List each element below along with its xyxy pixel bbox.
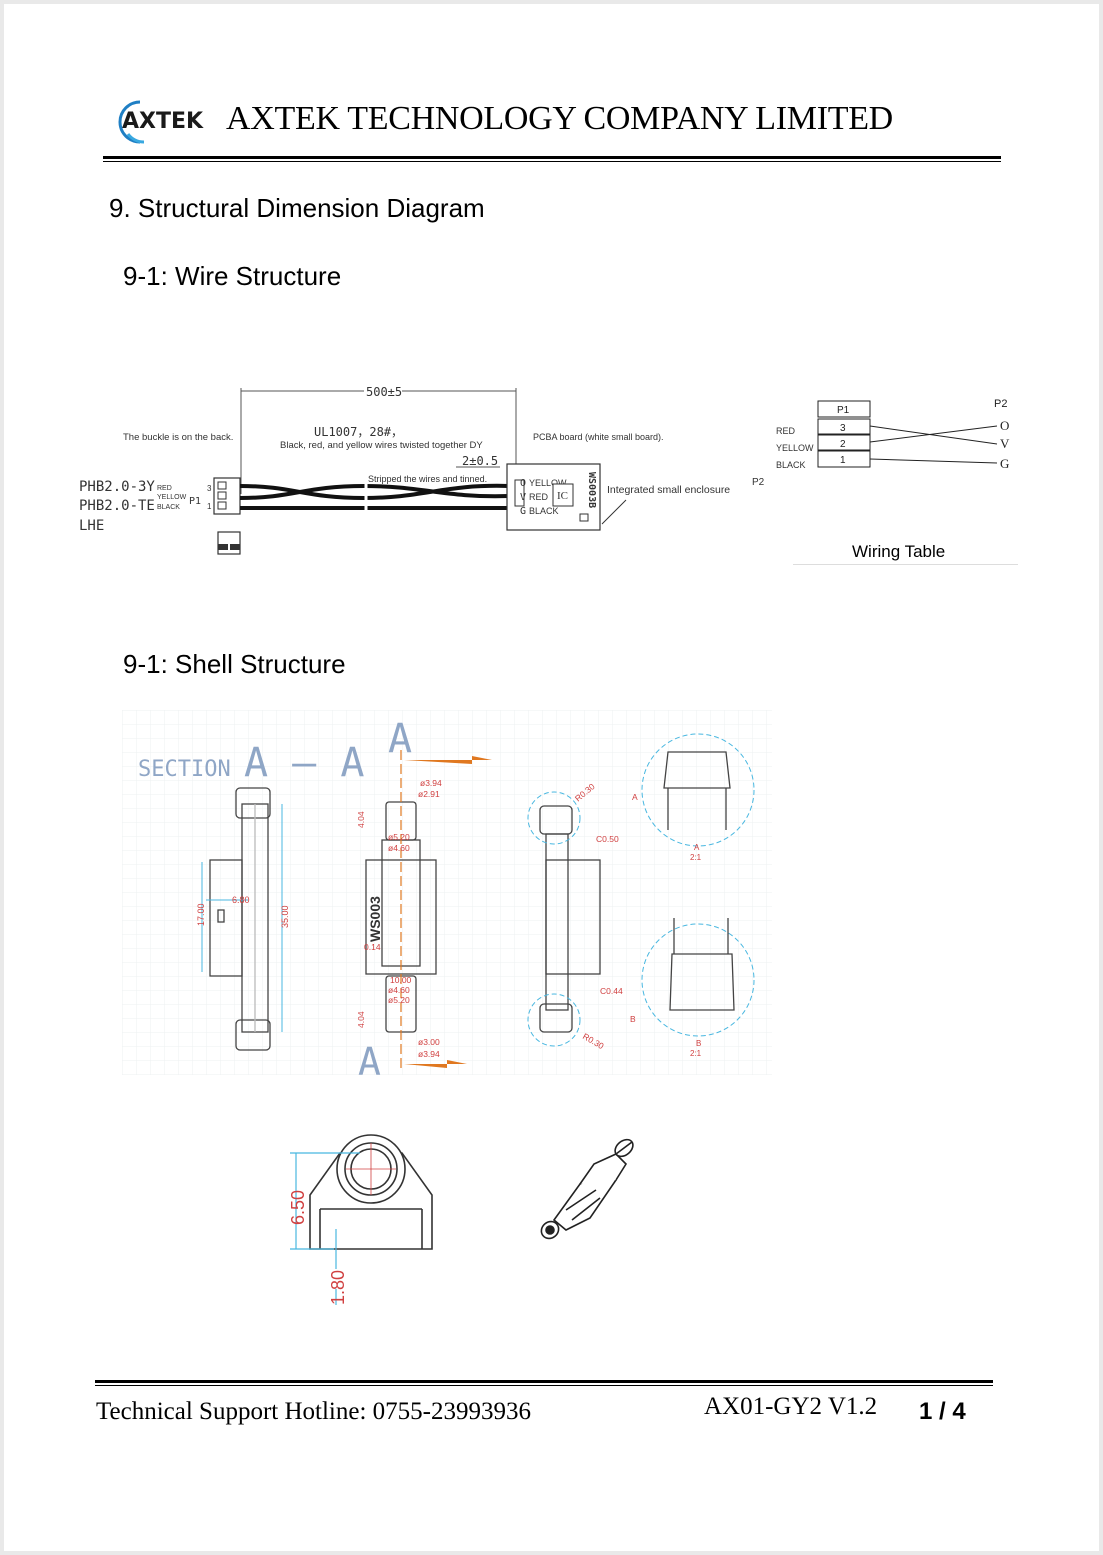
dim-d291: ø2.91: [418, 789, 440, 799]
wiring-pin-1: 1: [840, 455, 846, 466]
shell-structure-diagram: SECTION A — A A A 17.00 35.00 6.80: [122, 710, 772, 1075]
section-mark: A — A: [244, 740, 364, 786]
strip-length: 2±0.5: [462, 454, 498, 468]
document-page: AXTEK AXTEK TECHNOLOGY COMPANY LIMITED 9…: [4, 4, 1099, 1551]
section-arrow-top: [404, 756, 492, 764]
twisted-wires: [239, 483, 510, 510]
axtek-logo: AXTEK: [118, 100, 204, 144]
enclosure-note: Integrated small enclosure: [607, 484, 730, 496]
strip-note: Stripped the wires and tinned.: [368, 474, 487, 484]
section-label: SECTION: [138, 757, 231, 782]
board-color-yellow: YELLOW: [529, 478, 567, 488]
length-dimension: 500±5: [366, 385, 402, 399]
detail-a-pointer: A: [632, 792, 638, 802]
company-name: AXTEK TECHNOLOGY COMPANY LIMITED: [226, 100, 893, 137]
model-label: WS003B: [586, 472, 597, 508]
dim-404-top: 4.04: [356, 811, 366, 828]
ic-label: IC: [557, 490, 568, 502]
wiring-p1-header: P1: [837, 405, 850, 416]
wiring-color-yellow: YELLOW: [776, 443, 814, 453]
logo-text: AXTEK: [122, 109, 204, 134]
dim-10: 10.00: [390, 975, 412, 985]
dim-404-bottom: 4.04: [356, 1011, 366, 1028]
left-color-black: BLACK: [157, 504, 180, 511]
detail-b-scale: 2:1: [690, 1049, 702, 1058]
dim-17: 17.00: [196, 903, 206, 926]
cut-letter-bottom: A: [358, 1040, 381, 1075]
connector-label-1: PHB2.0-3Y: [79, 479, 155, 495]
dim-650: 6.50: [288, 1190, 308, 1225]
detail-b-label: B: [696, 1039, 701, 1048]
dim-680: 6.80: [232, 895, 250, 905]
dim-d520-top: ø5.20: [388, 832, 410, 842]
connector-label-2: PHB2.0-TE: [79, 498, 155, 514]
cable-description: Black, red, and yellow wires twisted tog…: [280, 440, 483, 451]
left-pin-3: 3: [207, 484, 212, 493]
logo-ring: [118, 100, 141, 144]
header-rule-thick: [103, 156, 1001, 159]
wiring-pin-3: 3: [840, 423, 846, 434]
dim-35: 35.00: [280, 905, 290, 928]
detail-b: [669, 918, 735, 1011]
buckle-icon: [217, 531, 241, 555]
dim-c050: C0.50: [596, 834, 619, 844]
wiring-p2-o: O: [1000, 418, 1009, 433]
left-color-yellow: YELLOW: [157, 494, 187, 501]
wiring-p2-header: P2: [994, 398, 1007, 410]
dim-d300: ø3.00: [418, 1037, 440, 1047]
header: AXTEK AXTEK TECHNOLOGY COMPANY LIMITED: [114, 94, 1014, 154]
detail-a-scale: 2:1: [690, 853, 702, 862]
detail-b-pointer: B: [630, 1014, 636, 1024]
dim-d520-bottom: ø5.20: [388, 995, 410, 1005]
cable-spec: UL1007，28#，: [314, 425, 403, 439]
dim-d394-bottom: ø3.94: [418, 1049, 440, 1059]
page-number: 1 / 4: [919, 1398, 966, 1425]
board-color-red: RED: [529, 492, 549, 502]
wiring-color-black: BLACK: [776, 460, 806, 470]
shell-structure-title: 9-1: Shell Structure: [123, 649, 346, 679]
side-view: [539, 805, 601, 1033]
buckle-note: The buckle is on the back.: [123, 432, 233, 443]
left-pin-1: 1: [207, 502, 212, 511]
dim-180: 1.80: [328, 1270, 348, 1305]
document-code: AX01-GY2 V1.2: [704, 1393, 878, 1420]
left-color-red: RED: [157, 485, 172, 492]
wire-structure-diagram: 500±5 The buckle is on the back. UL1007，…: [79, 385, 1010, 555]
cut-letter-top: A: [388, 716, 412, 762]
wiring-table-caption: Wiring Table: [852, 542, 946, 561]
wiring-table: P1 3 2 1 RED YELLOW BLACK P2 O V G: [776, 398, 1010, 471]
wiring-pin-2: 2: [840, 439, 846, 450]
footer-rule-thin: [95, 1385, 993, 1386]
dim-d460-bottom: ø4.60: [388, 985, 410, 995]
detail-a-label: A: [694, 843, 700, 852]
isometric-view: [540, 1138, 634, 1240]
dim-014: 0.14: [364, 942, 381, 952]
right-p2-label: P2: [752, 477, 765, 488]
header-rule-thin: [103, 161, 1001, 162]
part-label: WS003: [367, 896, 383, 942]
left-p1-label: P1: [189, 496, 201, 507]
pcba-note: PCBA board (white small board).: [533, 432, 664, 442]
wire-structure-title: 9-1: Wire Structure: [123, 261, 342, 291]
support-hotline: Technical Support Hotline: 0755-23993936: [96, 1398, 531, 1425]
left-section-view: [209, 787, 271, 1051]
dim-d460-top: ø4.60: [388, 843, 410, 853]
wiring-p2-g: G: [1000, 456, 1009, 471]
end-view: 6.50 1.80: [288, 1134, 433, 1305]
board-pin-g: G: [520, 506, 526, 517]
board-pin-o: O: [520, 478, 526, 489]
dim-d394-top: ø3.94: [420, 778, 442, 788]
section-title: 9. Structural Dimension Diagram: [109, 193, 485, 223]
board-pin-v: V: [520, 492, 526, 503]
dim-c044: C0.44: [600, 986, 623, 996]
footer-rule-thick: [95, 1380, 993, 1383]
wiring-p2-v: V: [1000, 436, 1010, 451]
section-arrow-bottom: [404, 1060, 467, 1068]
connector-label-3: LHE: [79, 518, 104, 534]
caption-rule: [793, 564, 1018, 565]
board-color-black: BLACK: [529, 506, 559, 516]
detail-a: [663, 751, 731, 830]
wiring-color-red: RED: [776, 426, 796, 436]
